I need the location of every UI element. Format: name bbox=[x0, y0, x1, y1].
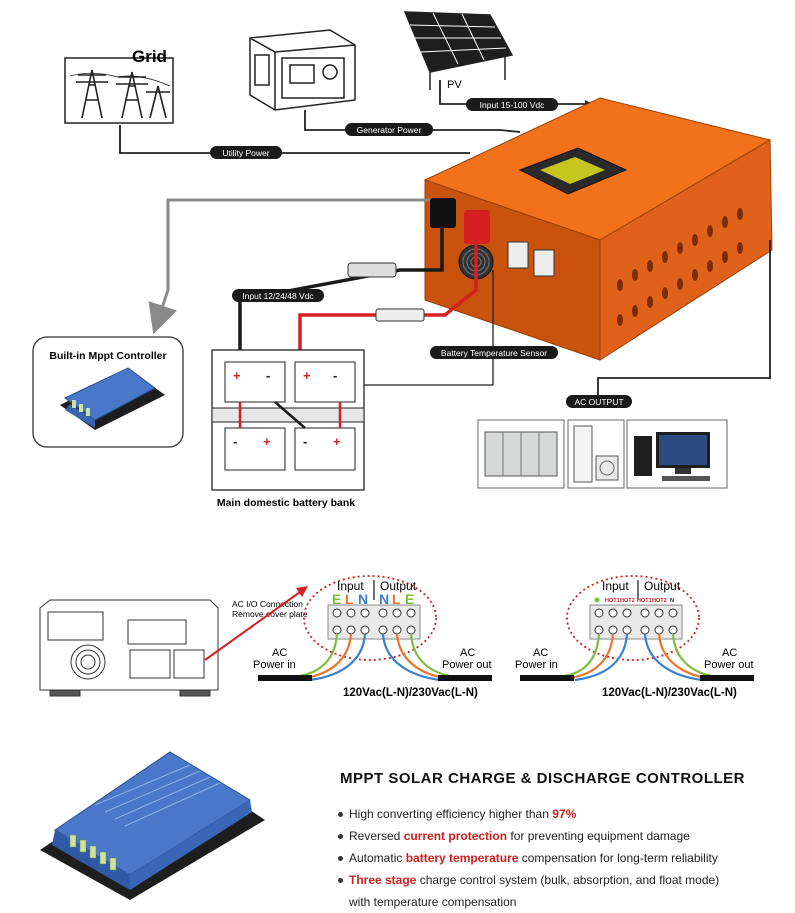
terminal-letter: L bbox=[345, 591, 354, 607]
svg-text:AC: AC bbox=[722, 647, 737, 659]
features-list: High converting efficiency higher than 9… bbox=[338, 803, 788, 913]
svg-text:Power in: Power in bbox=[253, 659, 296, 671]
terminal-label: N bbox=[670, 598, 674, 604]
label-input-battery: Input 12/24/48 Vdc bbox=[232, 289, 324, 302]
label-battery-temp-sensor: Battery Temperature Sensor bbox=[430, 346, 558, 359]
label-generator-power: Generator Power bbox=[345, 123, 433, 136]
feature-item: Three stage charge control system (bulk,… bbox=[338, 869, 788, 891]
computer-icon bbox=[634, 432, 710, 481]
svg-text:Input: Input bbox=[337, 579, 364, 593]
svg-text:+: + bbox=[263, 434, 271, 449]
inverter-icon bbox=[423, 97, 773, 361]
label-ac-output: AC OUTPUT bbox=[566, 395, 632, 408]
feature-item: High converting efficiency higher than 9… bbox=[338, 803, 788, 825]
svg-text:-: - bbox=[333, 368, 337, 383]
terminal-letter: L bbox=[392, 591, 401, 607]
svg-text:Input 15-100 Vdc: Input 15-100 Vdc bbox=[480, 100, 545, 110]
feature-item: Reversed current protection for preventi… bbox=[338, 825, 788, 847]
label-input-pv: Input 15-100 Vdc bbox=[466, 98, 558, 111]
svg-text:-: - bbox=[266, 368, 270, 383]
air-conditioner-icon bbox=[573, 425, 619, 483]
feature-item-continuation: with temperature compensation bbox=[349, 895, 517, 909]
wiring-diagram-right: Input Output HOT1 HOT2 HOT1 HOT2 N bbox=[515, 575, 754, 699]
voltage-label-left: 120Vac(L-N)/230Vac(L-N) bbox=[343, 687, 478, 699]
battery-wires bbox=[238, 226, 478, 355]
feature-item: Automatic battery temperature compensati… bbox=[338, 847, 788, 869]
svg-text:AC: AC bbox=[533, 647, 548, 659]
svg-text:Input 12/24/48 Vdc: Input 12/24/48 Vdc bbox=[242, 291, 314, 301]
terminal-letter: E bbox=[405, 591, 414, 607]
terminal-label: HOT1 bbox=[605, 598, 620, 604]
label-utility-power: Utility Power bbox=[210, 146, 282, 159]
ac-loads bbox=[477, 419, 728, 489]
svg-text:+: + bbox=[333, 434, 341, 449]
solar-panel-icon: PV bbox=[403, 11, 514, 91]
terminal-letter: N bbox=[358, 591, 368, 607]
svg-text:+: + bbox=[233, 368, 241, 383]
svg-text:AC: AC bbox=[460, 647, 475, 659]
mppt-controller-large-icon bbox=[40, 751, 265, 900]
svg-text:-: - bbox=[233, 434, 237, 449]
grid-tower-icon: Grid bbox=[64, 47, 174, 124]
io-connection-label: AC I/O Connection bbox=[232, 599, 303, 609]
svg-text:Battery Temperature Sensor: Battery Temperature Sensor bbox=[441, 348, 547, 358]
inverter-back-panel-icon bbox=[39, 599, 219, 697]
terminal-label: HOT2 bbox=[620, 598, 635, 604]
wiring-diagram-left: Input Output E L N N L E AC Powe bbox=[253, 575, 492, 699]
grid-label: Grid bbox=[132, 47, 167, 66]
svg-text:-: - bbox=[303, 434, 307, 449]
svg-text:Power out: Power out bbox=[442, 659, 492, 671]
svg-text:Utility Power: Utility Power bbox=[222, 148, 269, 158]
svg-text:Output: Output bbox=[380, 579, 417, 593]
svg-text:Power in: Power in bbox=[515, 659, 558, 671]
features-title: MPPT SOLAR CHARGE & DISCHARGE CONTROLLER bbox=[340, 770, 746, 787]
mppt-controller-box: Built-in Mppt Controller bbox=[32, 336, 184, 448]
svg-text:AC OUTPUT: AC OUTPUT bbox=[574, 397, 623, 407]
terminal-letter: N bbox=[379, 591, 389, 607]
svg-text:Input: Input bbox=[602, 579, 629, 593]
generator-icon bbox=[249, 29, 356, 111]
terminal-label: HOT1 bbox=[637, 598, 652, 604]
svg-text:Power out: Power out bbox=[704, 659, 754, 671]
svg-text:AC: AC bbox=[272, 647, 287, 659]
battery-icon: + + + + - - - - Main domestic battery bank bbox=[211, 349, 365, 509]
terminal-label: HOT2 bbox=[652, 598, 667, 604]
battery-bank-label: Main domestic battery bank bbox=[217, 497, 355, 509]
terminal-letter: E bbox=[332, 591, 341, 607]
mppt-label: Built-in Mppt Controller bbox=[49, 350, 166, 362]
svg-text:Output: Output bbox=[644, 579, 681, 593]
pv-label: PV bbox=[447, 79, 462, 91]
server-cabinet-icon bbox=[484, 431, 558, 477]
voltage-label-right: 120Vac(L-N)/230Vac(L-N) bbox=[602, 687, 737, 699]
mppt-controller-icon bbox=[60, 367, 165, 430]
inline-fuses bbox=[347, 262, 425, 322]
svg-text:+: + bbox=[303, 368, 311, 383]
svg-text:Generator Power: Generator Power bbox=[357, 125, 422, 135]
